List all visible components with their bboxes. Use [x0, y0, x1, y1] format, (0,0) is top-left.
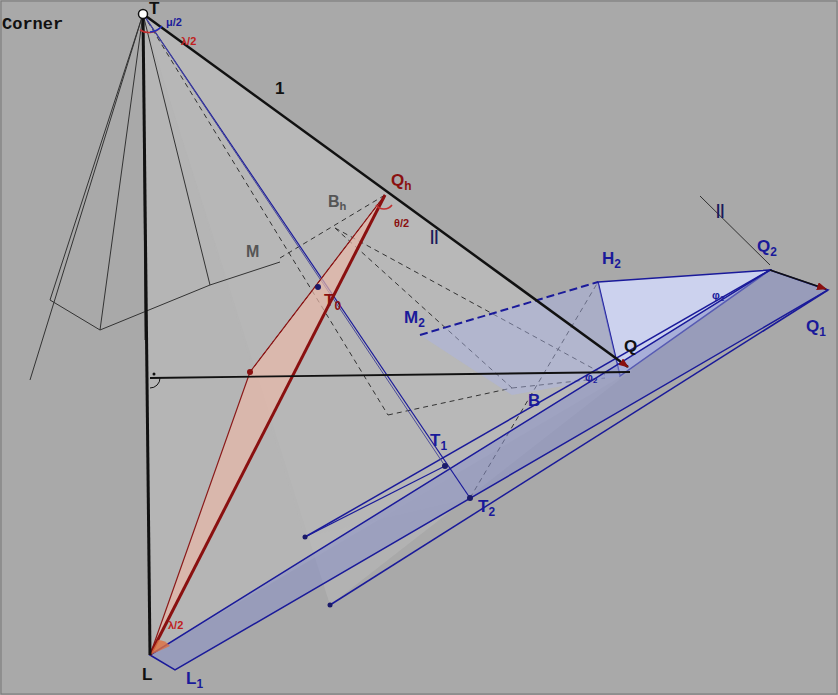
point-label: Q1 — [806, 318, 826, 335]
point-label: T2 — [478, 498, 495, 515]
angle-label: λ/2 — [181, 36, 196, 47]
angle-label: μ/2 — [166, 17, 182, 28]
point-label: Q2 — [757, 238, 777, 255]
point-label: T0 — [324, 292, 341, 309]
point-label: H2 — [602, 250, 621, 267]
point-label: Q — [624, 338, 637, 355]
point-label: L — [142, 666, 152, 683]
point-label: Bh — [328, 194, 346, 210]
length-label: 1 — [275, 80, 284, 97]
point-label: T1 — [430, 432, 447, 449]
tick-mark: || — [430, 228, 438, 243]
angle-label: φ2 — [712, 290, 724, 301]
point-label: T — [149, 0, 159, 17]
point-label: M2 — [404, 309, 425, 326]
point-label: M — [246, 244, 259, 260]
angle-label: φ2 — [585, 372, 597, 383]
point-label: Qh — [391, 172, 412, 189]
corner-label: Corner — [2, 16, 63, 33]
point-label: B — [528, 392, 540, 409]
angle-label: λ/2 — [168, 620, 183, 631]
point-label: L1 — [186, 670, 203, 687]
angle-label: θ/2 — [394, 218, 409, 229]
tick-mark: || — [716, 202, 724, 217]
